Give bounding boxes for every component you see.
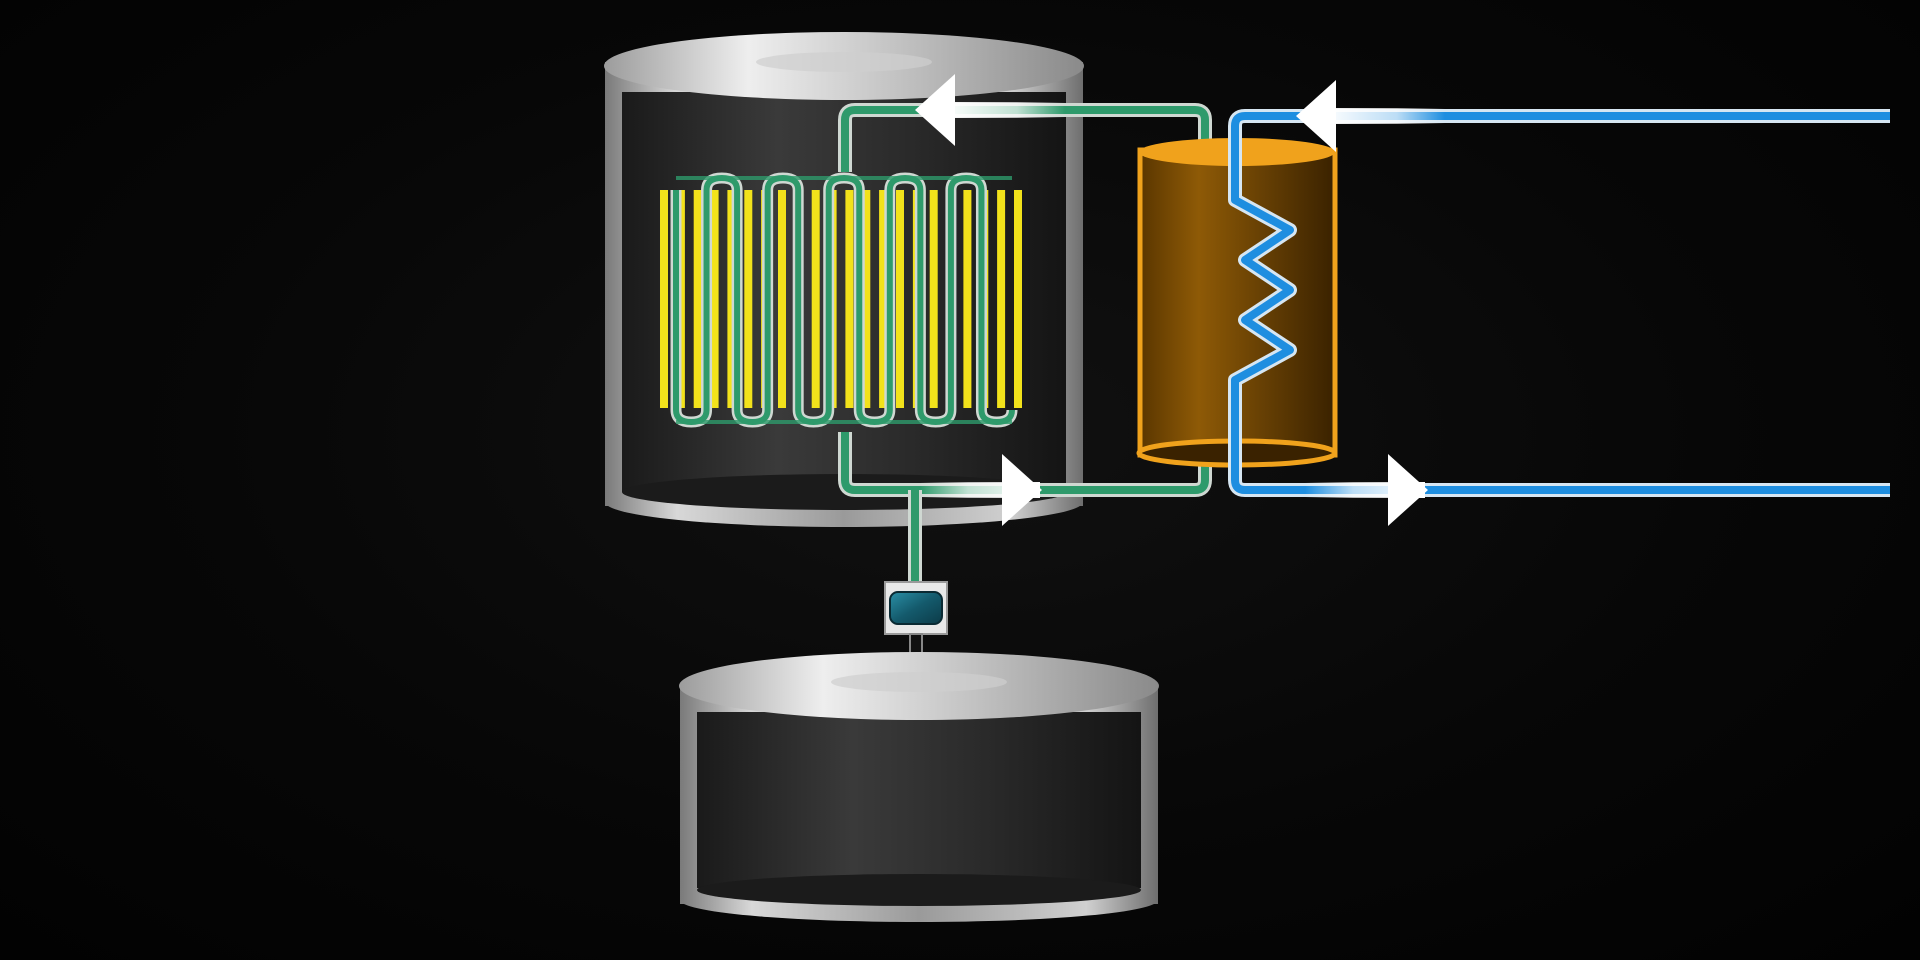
fuel-rod xyxy=(862,190,871,408)
fuel-rod xyxy=(929,190,938,408)
fuel-rod xyxy=(963,190,972,408)
flow-arrows xyxy=(915,74,1445,526)
fuel-rod xyxy=(660,190,668,408)
fuel-rod xyxy=(1014,190,1022,408)
right-arrow-icon xyxy=(1305,454,1428,526)
lower-tank-interior xyxy=(697,712,1141,888)
fuel-rod xyxy=(811,190,820,408)
lower-tank-floor xyxy=(697,874,1141,906)
fuel-rod xyxy=(879,190,888,408)
secondary-coolant-loop xyxy=(1228,109,1890,497)
left-arrow-icon xyxy=(915,74,1065,146)
primary-coolant-coil xyxy=(670,172,1018,428)
reactor-lid-hub xyxy=(756,52,932,72)
left-arrow-icon xyxy=(1296,80,1445,152)
fuel-rod xyxy=(845,190,854,408)
fuel-rod xyxy=(710,190,719,408)
fuel-rod xyxy=(727,190,736,408)
fuel-rod xyxy=(778,190,786,408)
fuel-rod xyxy=(997,190,1006,408)
lower-tank-hub xyxy=(831,672,1007,692)
lower-tank xyxy=(679,652,1159,922)
fuel-rod xyxy=(693,190,702,408)
right-arrow-icon xyxy=(920,454,1042,526)
fuel-rod xyxy=(896,190,904,408)
fuel-rod xyxy=(744,190,753,408)
